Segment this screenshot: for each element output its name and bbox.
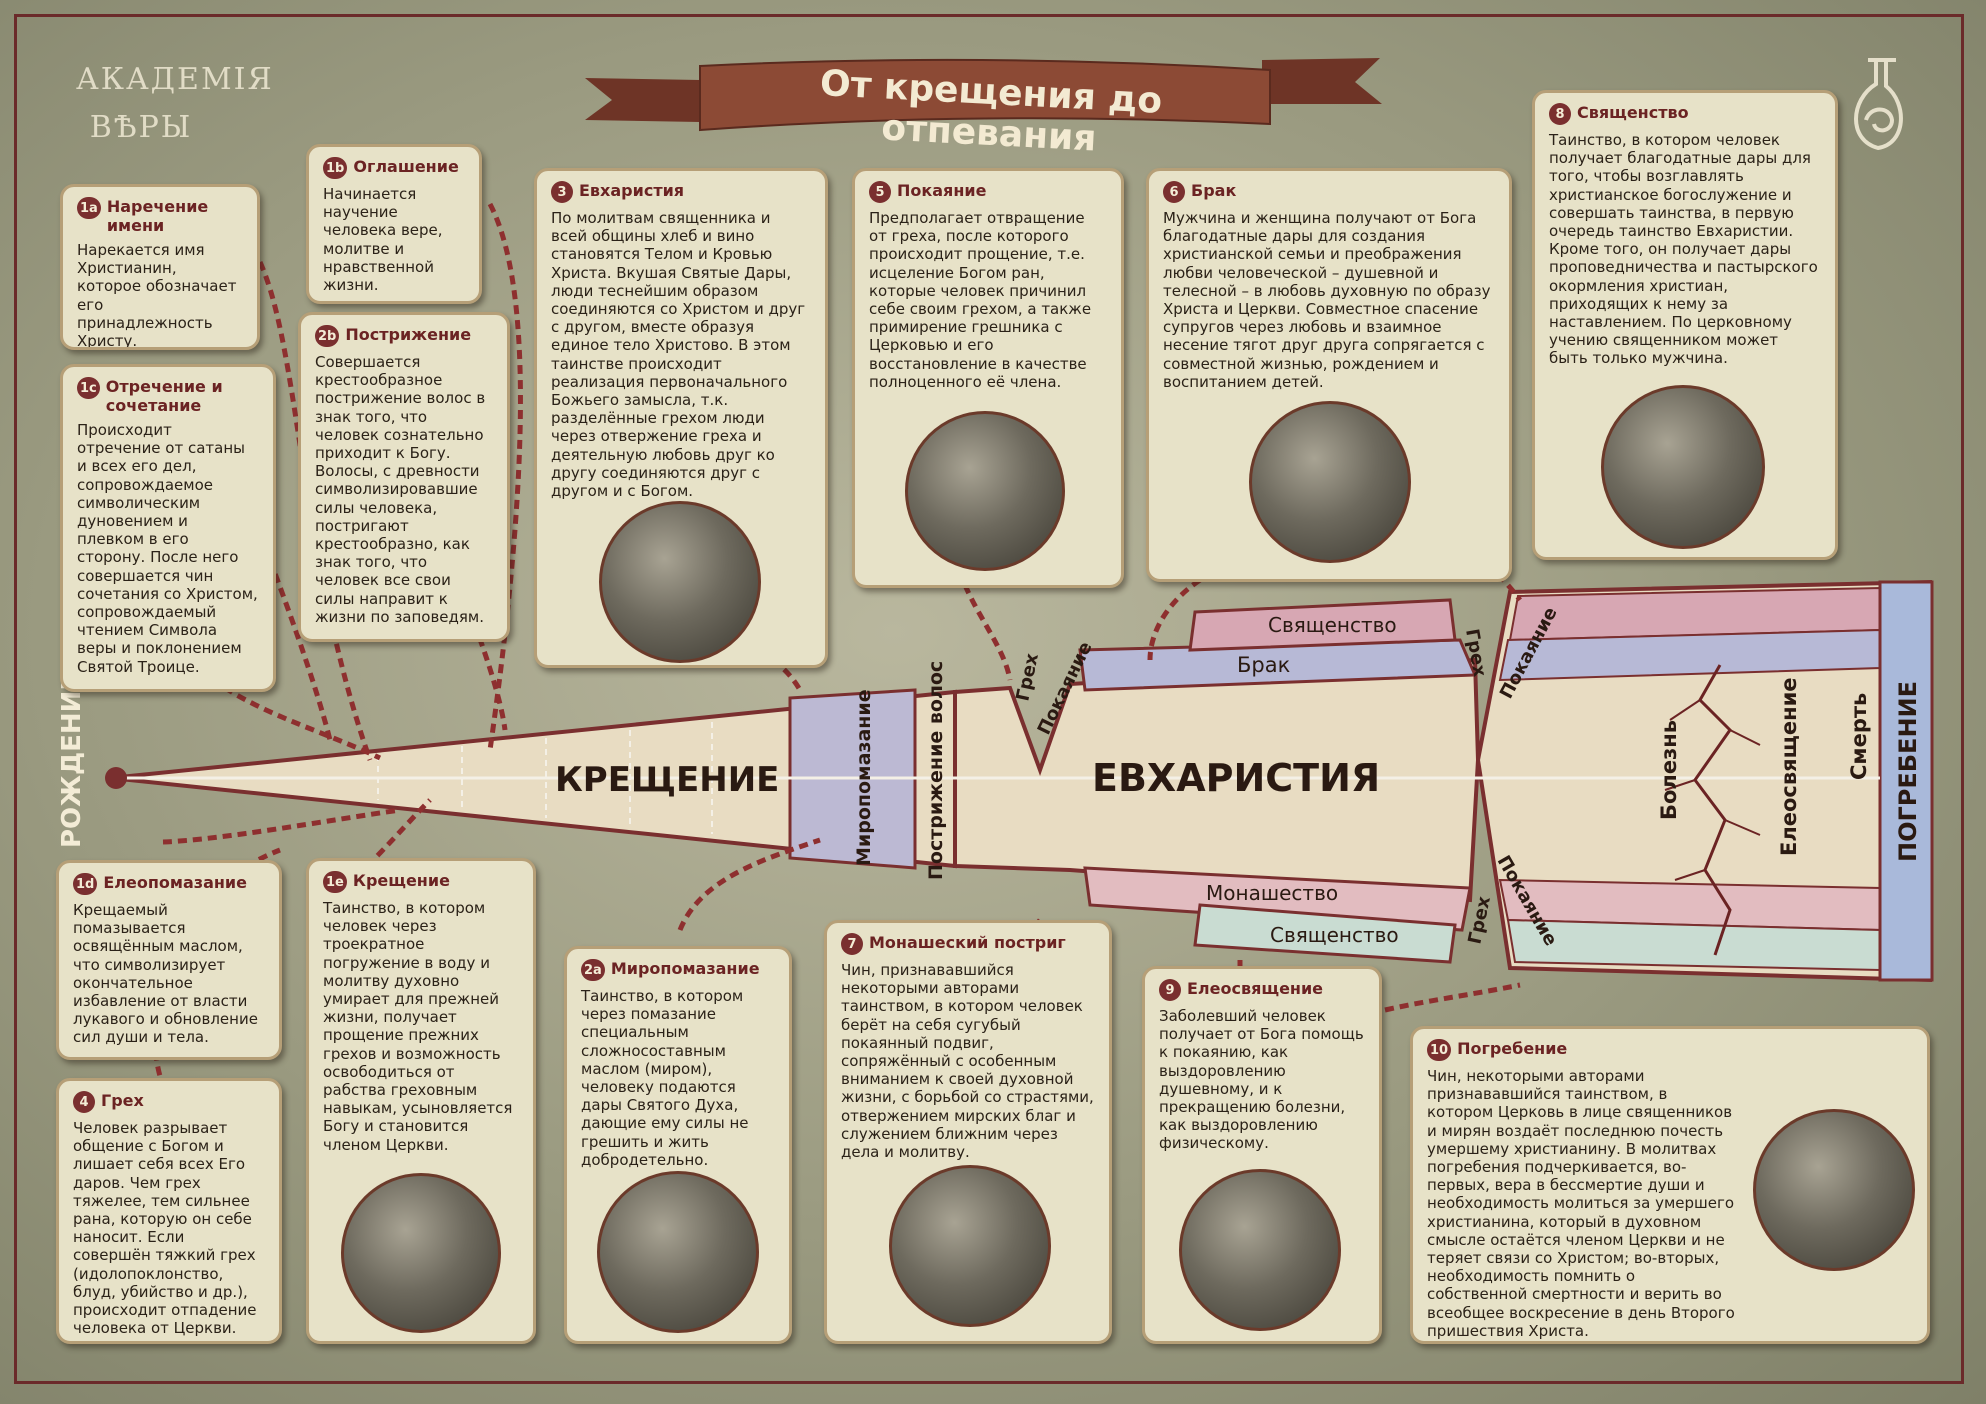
card-number: 3 bbox=[551, 181, 573, 203]
monastic-photo bbox=[889, 1165, 1051, 1327]
card-text: Крещаемый помазывается освящённым маслом… bbox=[73, 901, 258, 1047]
card-number: 1c bbox=[77, 377, 100, 399]
label-burial: ПОГРЕБЕНИЕ bbox=[1894, 681, 1922, 862]
label-sin-lower: Грех bbox=[1464, 894, 1495, 946]
card-text: Таинство, в котором человек через троекр… bbox=[323, 899, 513, 1154]
card-title: Погребение bbox=[1457, 1039, 1568, 1058]
card-number: 1d bbox=[73, 873, 98, 895]
card-number: 5 bbox=[869, 181, 891, 203]
card-text: По молитвам священника и всей общины хле… bbox=[551, 209, 806, 501]
label-death: Смерть bbox=[1847, 693, 1871, 780]
card-text: Мужчина и женщина получают от Бога благо… bbox=[1163, 209, 1491, 391]
card-text: Нарекается имя Христианин, которое обозн… bbox=[77, 241, 237, 350]
card-title: Монашеский постриг bbox=[869, 933, 1066, 952]
label-sin-upper: Грех bbox=[1012, 651, 1043, 703]
card-number: 4 bbox=[73, 1091, 95, 1113]
label-unction: Елеосвящение bbox=[1777, 677, 1801, 856]
card-number: 7 bbox=[841, 933, 863, 955]
card-title: Грех bbox=[101, 1091, 144, 1110]
card-number: 8 bbox=[1549, 103, 1571, 125]
card-text: Происходит отречение от сатаны и всех ег… bbox=[77, 421, 258, 676]
card-6-marriage: 6 Брак Мужчина и женщина получают от Бога… bbox=[1146, 168, 1512, 582]
card-1b-catechesis: 1b Оглашение Начинается научение человека… bbox=[306, 144, 482, 304]
logo-line-2: ВѢРЫ bbox=[89, 110, 193, 145]
card-title: Наречение имени bbox=[106, 197, 209, 235]
card-title: Священство bbox=[1577, 103, 1689, 122]
card-title: Отречение и сочетание bbox=[105, 377, 223, 415]
label-baptism: КРЕЩЕНИЕ bbox=[555, 760, 779, 800]
label-tonsure: Пострижение волос bbox=[925, 661, 947, 880]
priesthood-photo bbox=[1601, 385, 1765, 549]
label-illness: Болезнь bbox=[1657, 720, 1681, 820]
card-text: Заболевший человек получает от Бога помо… bbox=[1159, 1007, 1364, 1153]
unction-photo bbox=[1179, 1169, 1341, 1331]
card-3-eucharist: 3 Евхаристия По молитвам священника и все… bbox=[534, 168, 828, 668]
eucharist-photo bbox=[599, 501, 761, 663]
card-number: 1e bbox=[323, 871, 347, 893]
chrismation-photo bbox=[597, 1171, 759, 1333]
title-banner bbox=[585, 58, 1382, 132]
card-title: Пострижение bbox=[345, 325, 472, 344]
baptism-photo bbox=[341, 1173, 501, 1333]
card-number: 1a bbox=[77, 197, 101, 219]
card-title: Елеосвящение bbox=[1187, 979, 1324, 998]
card-title: Покаяние bbox=[897, 181, 987, 200]
card-text: Совершается крестообразное пострижение в… bbox=[315, 353, 486, 626]
card-text: Чин, некоторыми авторами признававшийся … bbox=[1427, 1067, 1735, 1340]
logo-line-1: АКАДЕМІЯ bbox=[76, 62, 274, 97]
card-title: Миропомазание bbox=[610, 959, 760, 978]
repentance-photo bbox=[905, 411, 1065, 571]
card-2b-tonsure: 2b Пострижение Совершается крестообразное… bbox=[298, 312, 510, 642]
card-9-unction: 9 Елеосвящение Заболевший человек получае… bbox=[1142, 966, 1382, 1344]
card-title: Евхаристия bbox=[579, 181, 685, 200]
card-2a-chrismation: 2a Миропомазание Таинство, в котором чере… bbox=[564, 946, 792, 1344]
label-monasticism: Монашество bbox=[1206, 881, 1338, 905]
card-number: 2b bbox=[315, 325, 340, 347]
label-priesthood-upper: Священство bbox=[1268, 613, 1397, 637]
life-path-band bbox=[105, 579, 1934, 983]
card-number: 1b bbox=[323, 157, 348, 179]
card-7-monastic-tonsure: 7 Монашеский постриг Чин, признававшийся … bbox=[824, 920, 1112, 1344]
card-text: Таинство, в котором человек получает бла… bbox=[1549, 131, 1818, 368]
card-title: Брак bbox=[1191, 181, 1237, 200]
card-1d-anointing: 1d Елеопомазание Крещаемый помазывается о… bbox=[56, 860, 282, 1060]
card-title: Оглашение bbox=[353, 157, 459, 176]
label-priesthood-lower: Священство bbox=[1270, 923, 1399, 947]
card-text: Предполагает отвращение от греха, после … bbox=[869, 209, 1092, 391]
card-5-repentance: 5 Покаяние Предполагает отвращение от гре… bbox=[852, 168, 1124, 588]
label-eucharist: ЕВХАРИСТИЯ bbox=[1092, 756, 1380, 800]
card-4-sin: 4 Грех Человек разрывает общение с Богом … bbox=[56, 1078, 282, 1344]
card-number: 6 bbox=[1163, 181, 1185, 203]
card-title: Крещение bbox=[352, 871, 450, 890]
card-1e-baptism: 1e Крещение Таинство, в котором человек ч… bbox=[306, 858, 536, 1344]
burial-photo bbox=[1753, 1109, 1915, 1271]
page-frame bbox=[14, 14, 1964, 1384]
label-birth: РОЖДЕНИЕ bbox=[57, 673, 87, 848]
card-text: Таинство, в котором через помазание спец… bbox=[581, 987, 749, 1169]
flask-logo-icon bbox=[1854, 58, 1903, 151]
card-text: Чин, признававшийся некоторыми авторами … bbox=[841, 961, 1094, 1162]
academy-logo: АКАДЕМІЯ ВѢРЫ bbox=[76, 56, 274, 152]
card-text: Начинается научение человека вере, молит… bbox=[323, 185, 443, 295]
card-title: Елеопомазание bbox=[103, 873, 247, 892]
card-10-burial: 10 Погребение Чин, некоторыми авторами пр… bbox=[1410, 1026, 1930, 1344]
card-number: 2a bbox=[581, 959, 605, 981]
card-8-priesthood: 8 Священство Таинство, в котором человек … bbox=[1532, 90, 1838, 560]
label-chrismation: Миропомазание bbox=[853, 689, 875, 866]
marriage-photo bbox=[1249, 401, 1411, 563]
card-text: Человек разрывает общение с Богом и лиша… bbox=[73, 1119, 257, 1338]
label-marriage: Брак bbox=[1237, 653, 1290, 677]
card-number: 9 bbox=[1159, 979, 1181, 1001]
card-number: 10 bbox=[1427, 1039, 1452, 1061]
